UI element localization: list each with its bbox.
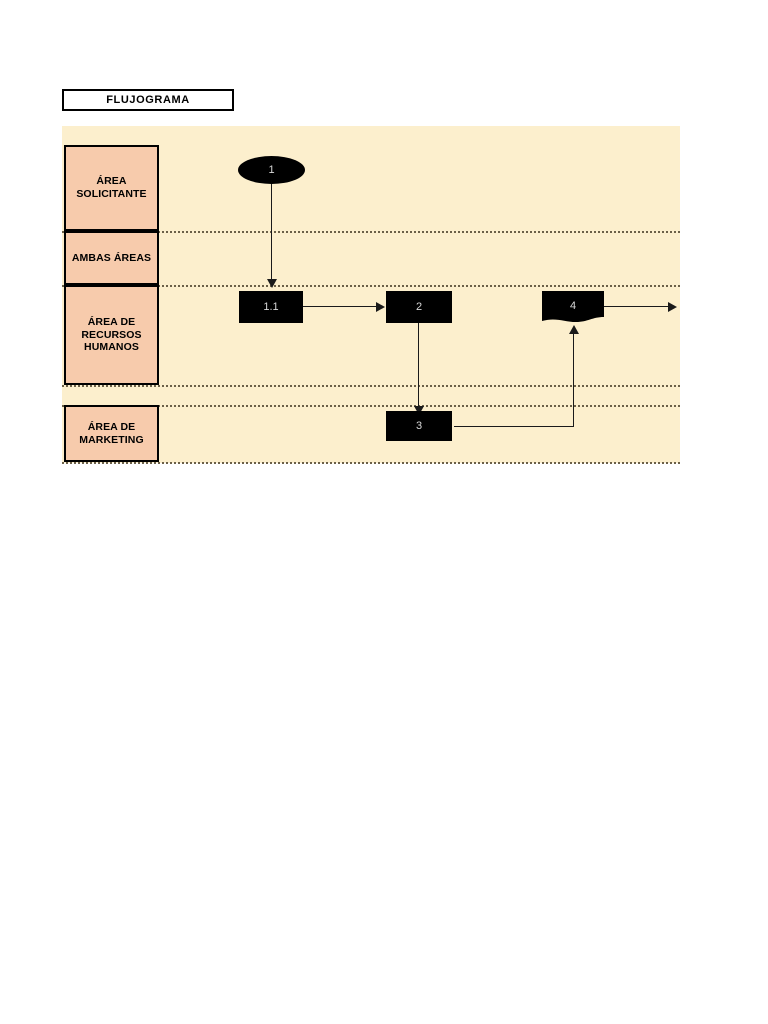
lane-label-line-1: ÁREA DE bbox=[87, 315, 136, 328]
arrowhead-up-node4 bbox=[569, 325, 579, 334]
lane-divider-5 bbox=[62, 462, 680, 464]
flow-node-label: 2 bbox=[415, 301, 423, 313]
connector-node4-to-exit bbox=[604, 306, 670, 308]
flow-node-document-4[interactable]: 4 bbox=[542, 291, 604, 325]
arrowhead-down-node11 bbox=[267, 279, 277, 288]
lane-label-line-2: RECURSOS bbox=[81, 328, 142, 341]
arrowhead-down-node3 bbox=[414, 406, 424, 415]
flow-node-start-1[interactable]: 1 bbox=[238, 156, 305, 184]
flow-node-label: 1 bbox=[268, 164, 275, 176]
flow-node-label: 3 bbox=[415, 420, 423, 432]
connector-node3-to-node4-horizontal bbox=[454, 426, 574, 428]
arrowhead-right-node2 bbox=[376, 302, 385, 312]
lane-label-line-3: HUMANOS bbox=[84, 341, 139, 354]
flow-node-process-1-1[interactable]: 1.1 bbox=[239, 291, 303, 323]
document-shape-icon bbox=[542, 291, 604, 322]
lane-divider-1 bbox=[62, 231, 680, 233]
lane-label-line-1: ÁREA DE bbox=[87, 420, 136, 433]
lane-divider-4 bbox=[62, 405, 680, 407]
lane-label-line-2: MARKETING bbox=[79, 433, 144, 446]
flow-node-process-2[interactable]: 2 bbox=[386, 291, 452, 323]
flujograma-title-box: FLUJOGRAMA bbox=[62, 89, 234, 111]
lane-label-line-1: AMBAS ÁREAS bbox=[71, 251, 152, 264]
lane-divider-3 bbox=[62, 385, 680, 387]
flow-node-label: 1.1 bbox=[263, 301, 279, 313]
flow-node-process-3[interactable]: 3 bbox=[386, 411, 452, 441]
lane-label-line-1: ÁREA bbox=[96, 175, 127, 188]
lane-label-line-2: SOLICITANTE bbox=[76, 188, 147, 200]
connector-node2-to-node3 bbox=[418, 323, 420, 408]
lane-label-text: AMBAS ÁREAS bbox=[69, 252, 154, 265]
lane-divider-2 bbox=[62, 285, 680, 287]
connector-node3-to-node4-vertical bbox=[573, 332, 575, 427]
lane-label-ambas-areas[interactable]: AMBAS ÁREAS bbox=[64, 231, 159, 285]
connector-node1-to-node11 bbox=[271, 184, 273, 282]
page-title: FLUJOGRAMA bbox=[106, 94, 190, 106]
connector-node11-to-node2 bbox=[303, 306, 378, 308]
flow-node-label: 4 bbox=[569, 300, 577, 312]
arrowhead-right-exit bbox=[668, 302, 677, 312]
